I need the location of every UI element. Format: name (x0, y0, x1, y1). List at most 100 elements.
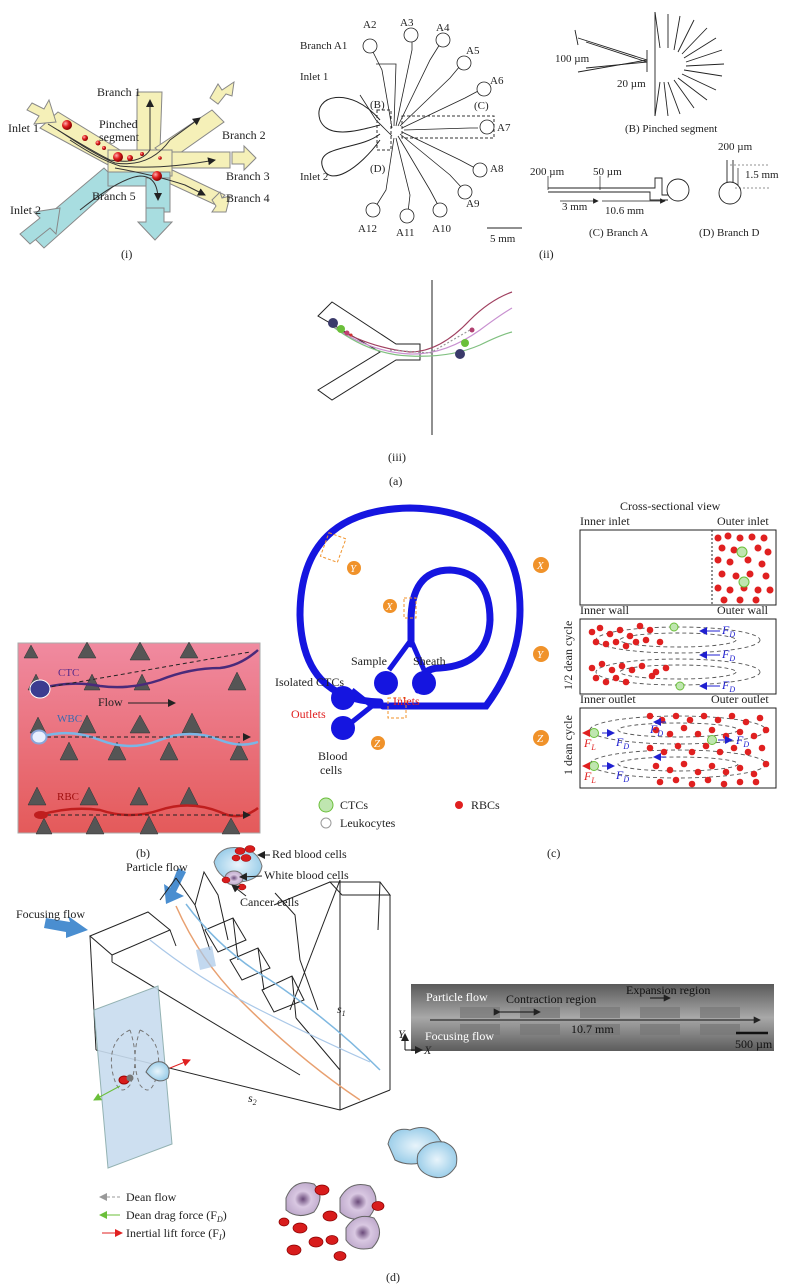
radial-branches (359, 27, 495, 224)
pinched-label: Pinched (99, 117, 138, 131)
triangles (23, 641, 249, 835)
dim-20-label: 20 µm (617, 78, 646, 90)
particles (62, 120, 162, 181)
b-marker: (B) (370, 99, 385, 111)
panel-d-caption: (d) (386, 1270, 400, 1284)
branch-d-caption: (D) Branch D (699, 227, 760, 239)
branch2-label: Branch 2 (222, 128, 266, 142)
dim-200-label: 200 µm (530, 166, 565, 178)
blood-outlet (331, 716, 355, 740)
a5-label: A5 (466, 45, 480, 57)
branch4-label: Branch 4 (226, 191, 270, 205)
panel-d: Red blood cells White blood cells Cancer… (16, 845, 774, 1284)
sample-label: Sample (351, 654, 387, 668)
a7-label: A7 (497, 122, 511, 134)
z-marker: Z (537, 733, 544, 745)
fd-label-6: FD (649, 722, 663, 738)
x-rbcs (714, 532, 774, 604)
ctc-label: CTC (58, 667, 79, 679)
panel-b-caption: (b) (136, 846, 150, 860)
ctcs-legend: CTCs (340, 798, 368, 812)
z-marker-spiral: Z (374, 738, 381, 750)
dim-10-6-label: 10.6 mm (605, 205, 645, 217)
rbc-label: RBC (57, 791, 79, 803)
y-rbcs (588, 622, 670, 686)
fd-label-3: FD (721, 678, 735, 694)
legend-dean-flow: Dean flow (126, 1190, 177, 1204)
branch-a-detail (547, 176, 690, 204)
streamlines (47, 99, 216, 211)
half-dean-label: 1/2 dean cycle (561, 621, 575, 690)
branch-a1-label: Branch A1 (300, 40, 347, 52)
panel-b: CTC WBC RBC Flow (b) (17, 641, 261, 860)
branch5-arrow (136, 207, 174, 241)
s2-label: s2 (248, 1091, 257, 1107)
inner-outlet: Inner outlet (580, 692, 636, 706)
a2-label: A2 (363, 19, 376, 31)
inlet1-ii-label: Inlet 1 (300, 71, 328, 83)
a12-label: A12 (358, 223, 377, 235)
a6-label: A6 (490, 75, 504, 87)
a10-label: A10 (432, 223, 451, 235)
particle-flow-arrow (164, 868, 186, 904)
fd-label-4: FD (615, 735, 629, 751)
cross-box-x (579, 529, 777, 606)
flow-label: Flow (98, 695, 123, 709)
blood-label: Blood (318, 749, 347, 763)
ctc-outlet (331, 686, 355, 710)
segment-label: segment (99, 130, 140, 144)
fd-label-5: FD (615, 768, 629, 784)
inlet-fork (386, 638, 427, 672)
panel-a-ii: A2 A3 A4 A5 A6 A7 A8 A9 A10 A11 A12 Bran… (300, 11, 779, 261)
pinched-detail (574, 11, 725, 117)
one-dean-label: 1 dean cycle (561, 715, 575, 775)
dim-50-label: 50 µm (593, 166, 622, 178)
leukocytes-legend: Leukocytes (340, 816, 396, 830)
z-rbcs (646, 712, 770, 788)
branch-a-caption: (C) Branch A (589, 227, 648, 239)
y-marker-spiral: Y (350, 563, 358, 575)
sample-inlet (374, 671, 398, 695)
axis-x-label: X (423, 1043, 432, 1057)
dim-1-5-label: 1.5 mm (745, 169, 779, 181)
inner-wall: Inner wall (580, 603, 630, 617)
branch-d-detail (718, 160, 770, 205)
panel-a-i: Inlet 1 Inlet 2 Branch 1 Branch 2 Branch… (8, 80, 270, 261)
wbc-label: WBC (57, 713, 82, 725)
cancer-cells-cluster (387, 1127, 458, 1179)
focusing-flow-arrow (44, 916, 88, 938)
flow-arrows (19, 80, 257, 245)
inlet1-loop (318, 96, 381, 133)
rbcs-legend: RBCs (471, 798, 500, 812)
particle-flow-label: Particle flow (126, 860, 188, 874)
scale-label: 5 mm (490, 233, 516, 245)
cancer-cells-label: Cancer cells (240, 895, 299, 909)
photo-particle-flow: Particle flow (426, 990, 488, 1004)
inlet2-ii-label: Inlet 2 (300, 171, 328, 183)
branch2-arrow (209, 80, 235, 105)
fd-label-2: FD (721, 647, 735, 663)
c-marker: (C) (474, 100, 489, 112)
cells-label: cells (320, 763, 342, 777)
branch4-arrow (211, 191, 231, 213)
panel-a-i-caption: (i) (121, 247, 132, 261)
panel-c-caption: (c) (547, 846, 560, 860)
inlet1-arrow (26, 98, 57, 125)
fd-label-7: FD (735, 733, 749, 749)
c-box (401, 115, 495, 139)
fl-label-1: FL (583, 736, 596, 752)
focusing-flow-label: Focusing flow (16, 907, 85, 921)
inlet2-arrow (19, 207, 61, 245)
branch1-label: Branch 1 (97, 85, 141, 99)
expansion-label: Expansion region (626, 983, 710, 997)
outer-inlet: Outer inlet (717, 514, 769, 528)
fl-label-2: FL (583, 769, 596, 785)
x-marker: X (536, 560, 545, 572)
outer-wall: Outer wall (717, 603, 769, 617)
legend-inertial-lift: Inertial lift force (FI) (126, 1226, 226, 1242)
cross-title: Cross-sectional view (620, 499, 721, 513)
outlet-fork (350, 688, 386, 724)
panel-a-iii-caption: (iii) (388, 450, 406, 464)
outlets-label: Outlets (291, 707, 326, 721)
